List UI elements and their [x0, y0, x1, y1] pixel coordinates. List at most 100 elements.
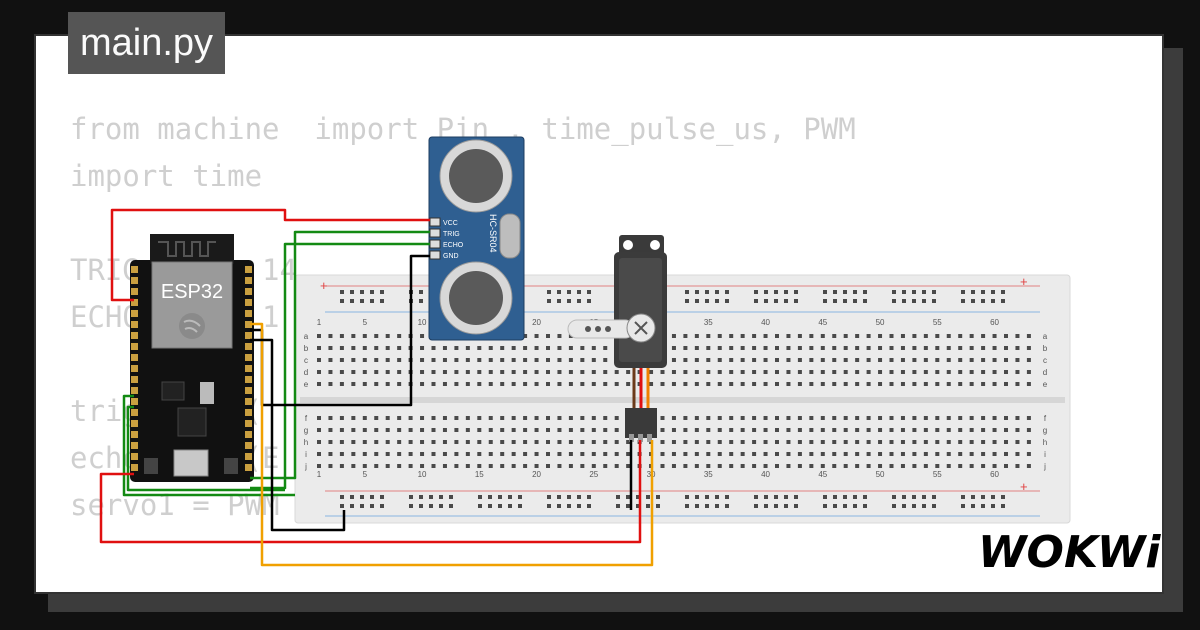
breadboard-hole[interactable]: [351, 452, 356, 456]
breadboard-hole[interactable]: [385, 370, 390, 374]
breadboard-hole[interactable]: [362, 464, 367, 468]
breadboard-hole[interactable]: [912, 334, 917, 338]
breadboard-hole[interactable]: [889, 428, 894, 432]
breadboard-hole[interactable]: [626, 382, 631, 386]
rail-hole[interactable]: [784, 504, 788, 508]
breadboard-hole[interactable]: [706, 416, 711, 420]
breadboard-hole[interactable]: [534, 464, 539, 468]
rail-hole[interactable]: [912, 299, 916, 303]
breadboard-hole[interactable]: [935, 464, 940, 468]
rail-hole[interactable]: [764, 495, 768, 499]
breadboard-hole[interactable]: [603, 382, 608, 386]
boot-button[interactable]: [144, 458, 158, 474]
esp32-pin[interactable]: [245, 420, 252, 427]
breadboard-hole[interactable]: [465, 416, 470, 420]
rail-hole[interactable]: [725, 504, 729, 508]
breadboard-hole[interactable]: [763, 464, 768, 468]
rail-hole[interactable]: [419, 290, 423, 294]
breadboard-hole[interactable]: [374, 346, 379, 350]
breadboard-hole[interactable]: [557, 464, 562, 468]
breadboard-hole[interactable]: [786, 346, 791, 350]
rail-hole[interactable]: [340, 290, 344, 294]
breadboard-hole[interactable]: [866, 452, 871, 456]
breadboard-hole[interactable]: [534, 416, 539, 420]
breadboard-hole[interactable]: [775, 382, 779, 386]
breadboard-hole[interactable]: [889, 416, 894, 420]
breadboard-hole[interactable]: [477, 358, 482, 362]
breadboard-hole[interactable]: [832, 464, 837, 468]
breadboard-hole[interactable]: [820, 334, 825, 338]
breadboard-hole[interactable]: [374, 416, 379, 420]
breadboard-hole[interactable]: [351, 346, 356, 350]
breadboard-hole[interactable]: [820, 464, 825, 468]
breadboard-hole[interactable]: [374, 382, 379, 386]
breadboard-hole[interactable]: [752, 346, 757, 350]
breadboard-hole[interactable]: [500, 358, 505, 362]
rail-hole[interactable]: [843, 290, 847, 294]
rail-hole[interactable]: [567, 299, 571, 303]
ultrasonic-sensor[interactable]: HC-SR04 VCC TRIG ECHO GND: [428, 136, 525, 341]
breadboard-hole[interactable]: [775, 452, 779, 456]
breadboard-hole[interactable]: [465, 346, 470, 350]
breadboard-hole[interactable]: [843, 452, 848, 456]
breadboard-hole[interactable]: [1015, 346, 1020, 350]
breadboard-hole[interactable]: [614, 452, 619, 456]
breadboard-hole[interactable]: [591, 416, 596, 420]
breadboard-hole[interactable]: [511, 440, 516, 444]
breadboard-hole[interactable]: [557, 440, 562, 444]
breadboard-hole[interactable]: [935, 452, 940, 456]
breadboard-hole[interactable]: [878, 358, 883, 362]
esp32-pin[interactable]: [245, 442, 252, 449]
rail-hole[interactable]: [429, 495, 433, 499]
breadboard-hole[interactable]: [477, 382, 482, 386]
breadboard-hole[interactable]: [832, 452, 837, 456]
breadboard-hole[interactable]: [889, 382, 894, 386]
breadboard-hole[interactable]: [775, 370, 779, 374]
breadboard-hole[interactable]: [694, 346, 699, 350]
rail-hole[interactable]: [971, 504, 975, 508]
breadboard-hole[interactable]: [775, 428, 779, 432]
rail-hole[interactable]: [853, 290, 857, 294]
breadboard-hole[interactable]: [523, 382, 528, 386]
rail-hole[interactable]: [478, 504, 482, 508]
breadboard-hole[interactable]: [855, 416, 860, 420]
breadboard-hole[interactable]: [843, 428, 848, 432]
rail-hole[interactable]: [784, 299, 788, 303]
breadboard-hole[interactable]: [580, 370, 585, 374]
breadboard-hole[interactable]: [740, 382, 745, 386]
breadboard-hole[interactable]: [946, 382, 951, 386]
breadboard-hole[interactable]: [511, 464, 516, 468]
breadboard-hole[interactable]: [820, 416, 825, 420]
rail-hole[interactable]: [360, 504, 364, 508]
breadboard-hole[interactable]: [809, 452, 814, 456]
breadboard-hole[interactable]: [339, 334, 344, 338]
breadboard-hole[interactable]: [328, 370, 333, 374]
breadboard-hole[interactable]: [981, 382, 986, 386]
breadboard-hole[interactable]: [523, 358, 528, 362]
esp32-pin[interactable]: [245, 354, 252, 361]
rail-hole[interactable]: [991, 290, 995, 294]
breadboard-hole[interactable]: [1026, 334, 1031, 338]
rail-hole[interactable]: [833, 290, 837, 294]
breadboard-hole[interactable]: [500, 416, 505, 420]
rail-hole[interactable]: [547, 495, 551, 499]
breadboard-hole[interactable]: [729, 464, 734, 468]
breadboard-hole[interactable]: [328, 464, 333, 468]
breadboard-hole[interactable]: [729, 416, 734, 420]
breadboard-hole[interactable]: [442, 440, 447, 444]
breadboard-hole[interactable]: [786, 464, 791, 468]
breadboard-hole[interactable]: [465, 382, 470, 386]
breadboard-hole[interactable]: [431, 428, 436, 432]
rail-hole[interactable]: [518, 495, 522, 499]
breadboard-hole[interactable]: [843, 464, 848, 468]
esp32-pin[interactable]: [131, 409, 138, 416]
breadboard-hole[interactable]: [477, 428, 482, 432]
breadboard-hole[interactable]: [362, 382, 367, 386]
breadboard-hole[interactable]: [855, 370, 860, 374]
rail-hole[interactable]: [419, 504, 423, 508]
breadboard-hole[interactable]: [992, 440, 997, 444]
breadboard-hole[interactable]: [923, 334, 928, 338]
breadboard-hole[interactable]: [1015, 358, 1020, 362]
breadboard-hole[interactable]: [923, 370, 928, 374]
breadboard-hole[interactable]: [969, 464, 974, 468]
